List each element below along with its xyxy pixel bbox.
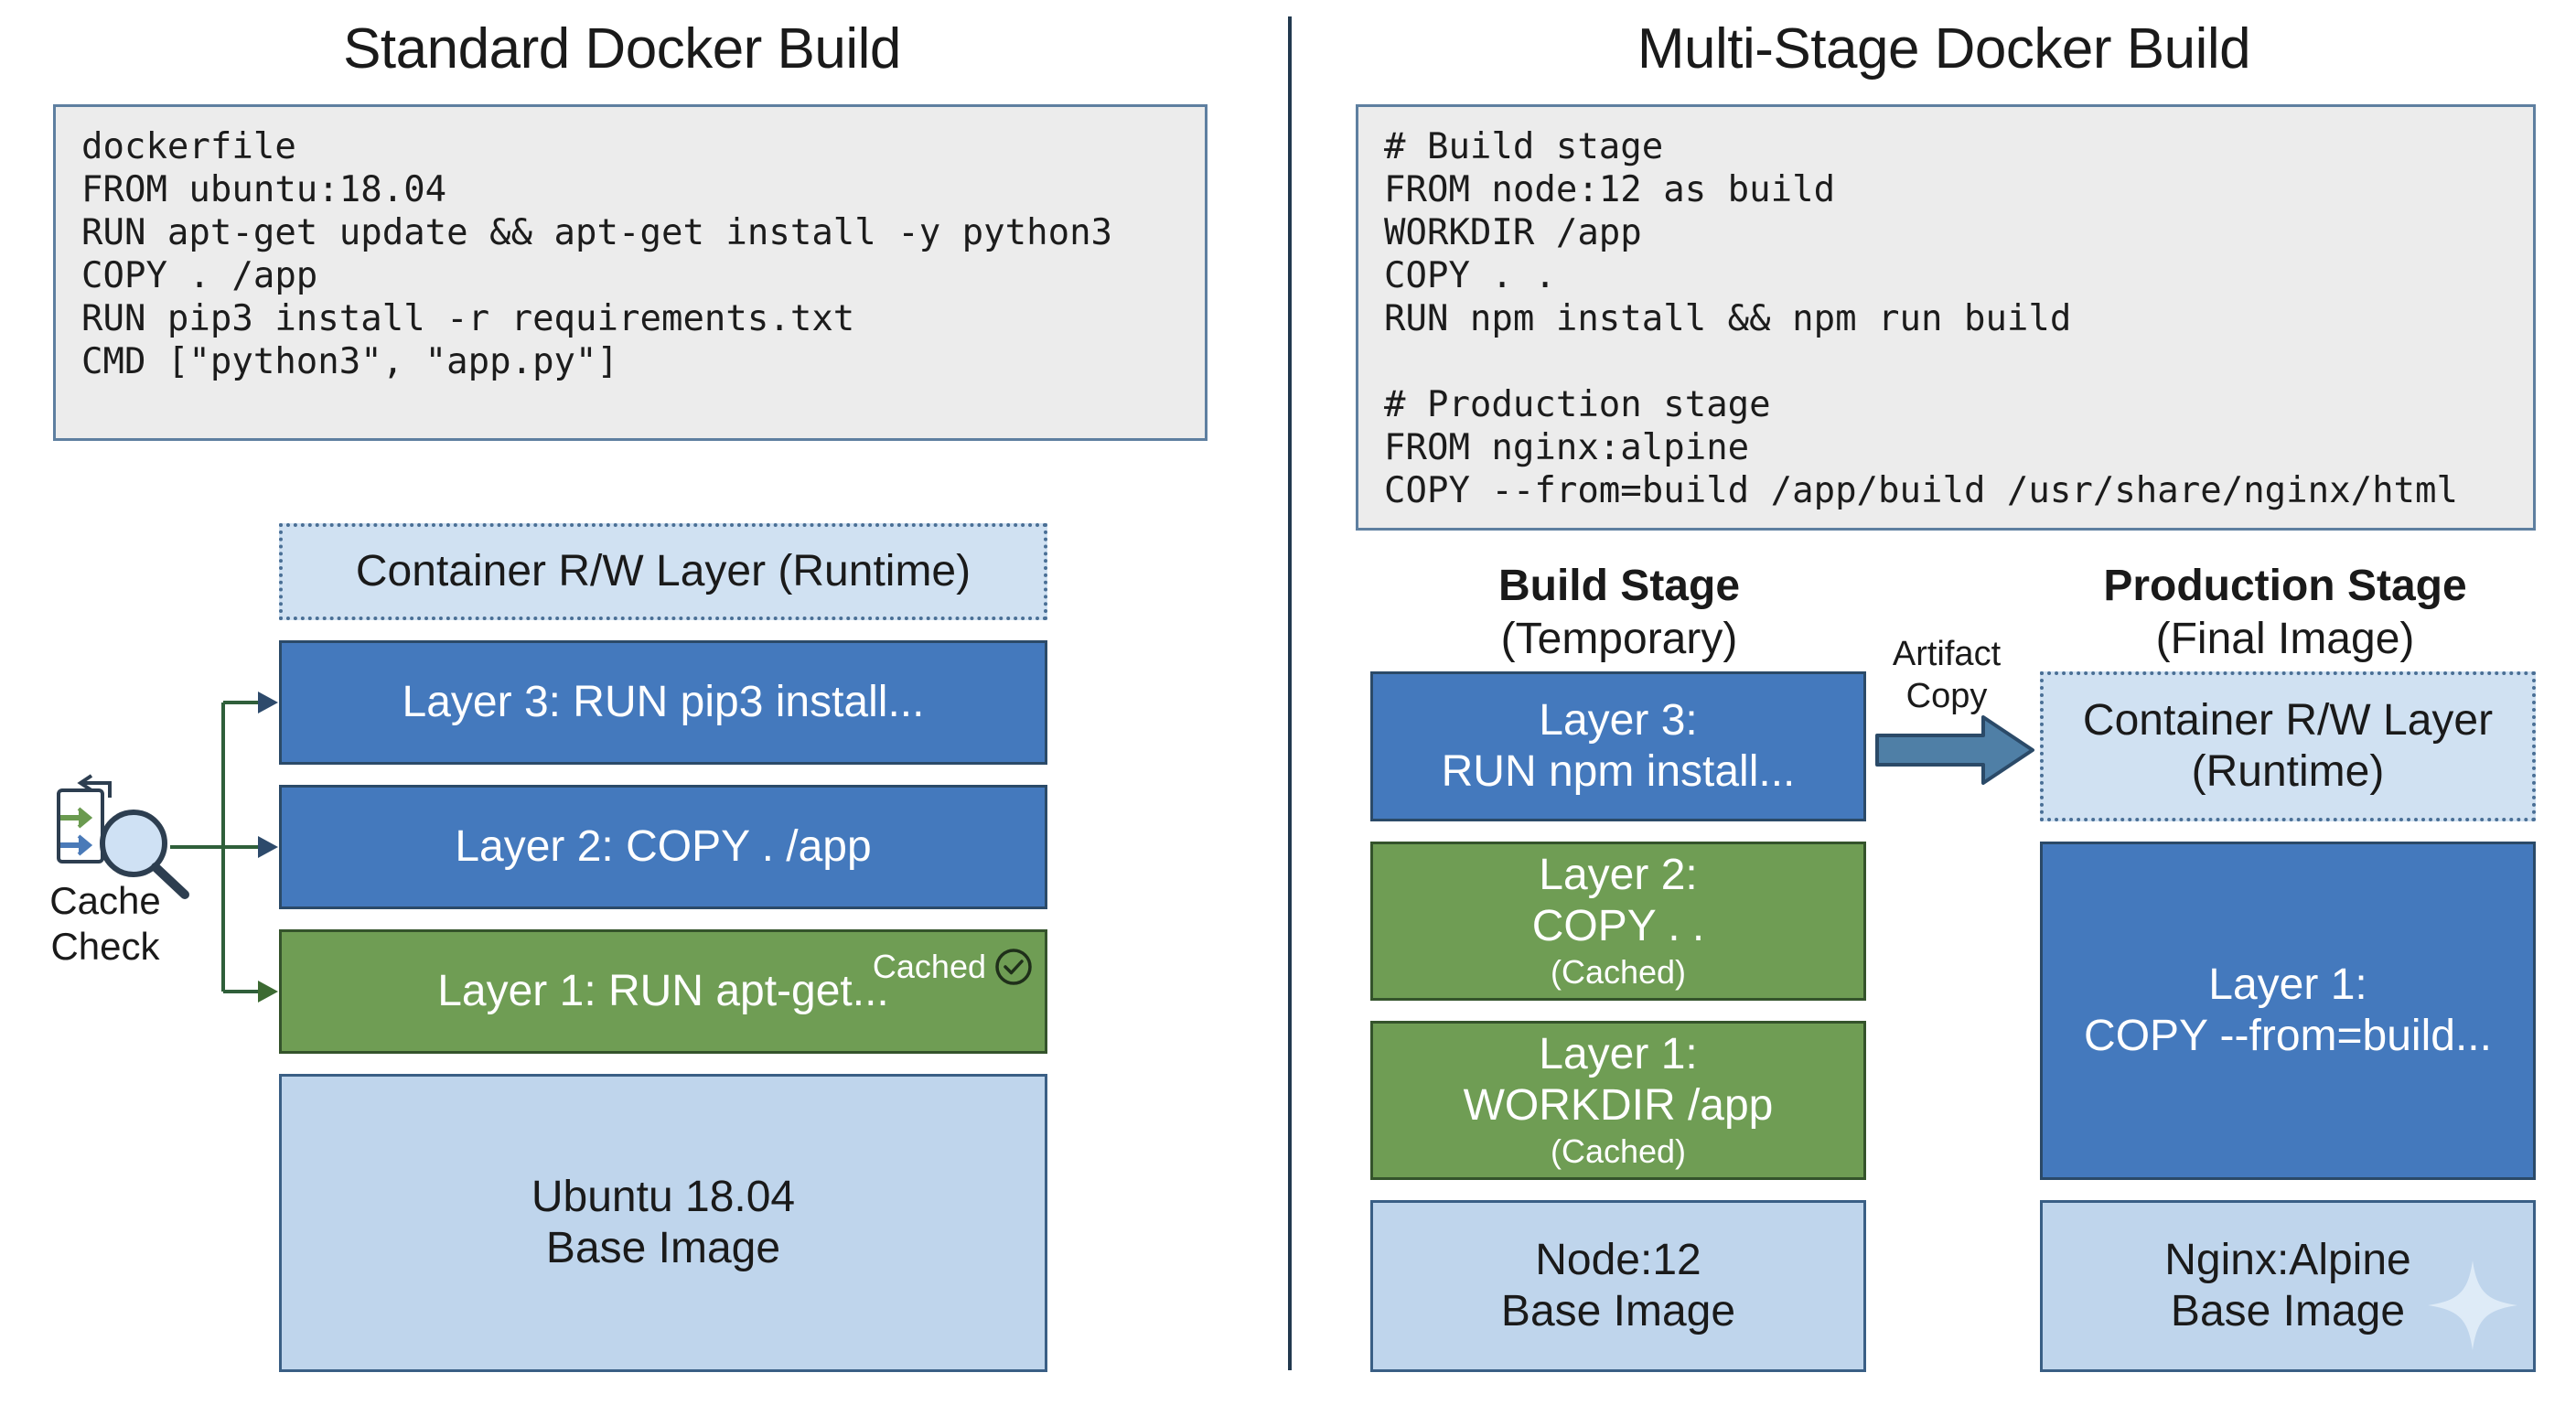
build-base-line-2: Base Image	[1500, 1287, 1736, 1335]
build-stage-heading: Build Stage (Temporary)	[1372, 560, 1866, 666]
layer-2-label: Layer 2: COPY . /app	[455, 822, 872, 871]
production-base-line-2: Base Image	[2170, 1287, 2406, 1335]
standard-layer-2: Layer 2: COPY . /app	[279, 785, 1047, 909]
production-stage-subtitle: (Final Image)	[2155, 615, 2415, 663]
build-layer-1-line-2: WORKDIR /app	[1463, 1081, 1774, 1130]
production-base-line-1: Nginx:Alpine	[2164, 1236, 2411, 1284]
production-layer-1-line-2: COPY --from=build...	[2084, 1012, 2492, 1060]
artifact-copy-line-1: Artifact	[1892, 635, 2002, 673]
build-layer-3-line-1: Layer 3:	[1539, 696, 1698, 745]
multistage-dockerfile-code: # Build stage FROM node:12 as build WORK…	[1356, 104, 2536, 531]
cache-check-arrows	[170, 692, 278, 1003]
standard-base-image: Ubuntu 18.04 Base Image	[279, 1074, 1047, 1372]
build-base-line-1: Node:12	[1535, 1236, 1701, 1284]
production-container-line-1: Container R/W Layer	[2082, 696, 2494, 745]
cache-check-icon	[57, 774, 189, 899]
sparkle-icon	[2428, 1260, 2517, 1350]
build-stage-title: Build Stage	[1497, 562, 1741, 610]
cached-badge-label: Cached	[872, 948, 986, 985]
cache-check-line-1: Cache	[49, 879, 161, 922]
artifact-copy-label: Artifact Copy	[1875, 633, 2018, 717]
artifact-copy-arrow	[1875, 715, 2034, 785]
container-layer-label: Container R/W Layer (Runtime)	[355, 547, 971, 595]
production-container-rw-layer: Container R/W Layer (Runtime)	[2040, 671, 2536, 821]
multistage-build-title: Multi-Stage Docker Build	[1637, 17, 2251, 80]
cache-check-connectors	[57, 692, 278, 1003]
standard-layer-1: Layer 1: RUN apt-get... Cached	[279, 929, 1047, 1054]
production-layer-1: Layer 1: COPY --from=build...	[2040, 842, 2536, 1180]
build-stage-subtitle: (Temporary)	[1500, 615, 1738, 663]
standard-container-rw-layer: Container R/W Layer (Runtime)	[279, 523, 1047, 620]
cache-check-label: Cache Check	[37, 878, 174, 970]
production-stage-heading: Production Stage (Final Image)	[2038, 560, 2532, 666]
build-layer-2-note: (Cached)	[1550, 953, 1687, 991]
base-image-line-1: Ubuntu 18.04	[531, 1173, 796, 1221]
production-layer-1-line-1: Layer 1:	[2208, 960, 2367, 1009]
build-layer-1-line-1: Layer 1:	[1539, 1030, 1698, 1078]
build-layer-2: Layer 2: COPY . . (Cached)	[1370, 842, 1866, 1001]
cache-check-line-2: Check	[50, 925, 160, 968]
build-layer-1-note: (Cached)	[1550, 1132, 1687, 1170]
check-circle-icon	[995, 949, 1032, 985]
production-base-image: Nginx:Alpine Base Image	[2040, 1200, 2536, 1372]
production-stage-title: Production Stage	[2103, 562, 2467, 610]
build-layer-2-line-1: Layer 2:	[1539, 851, 1698, 899]
standard-dockerfile-code: dockerfile FROM ubuntu:18.04 RUN apt-get…	[53, 104, 1208, 441]
build-layer-3-line-2: RUN npm install...	[1441, 747, 1796, 796]
base-image-line-2: Base Image	[545, 1224, 781, 1272]
section-divider	[1288, 16, 1292, 1370]
build-layer-3: Layer 3: RUN npm install...	[1370, 671, 1866, 821]
standard-build-title: Standard Docker Build	[343, 17, 901, 80]
layer-3-label: Layer 3: RUN pip3 install...	[402, 678, 925, 726]
layer-1-label: Layer 1: RUN apt-get...	[437, 967, 889, 1015]
cached-badge: Cached	[873, 941, 1034, 992]
build-base-image: Node:12 Base Image	[1370, 1200, 1866, 1372]
build-layer-1: Layer 1: WORKDIR /app (Cached)	[1370, 1021, 1866, 1180]
build-layer-2-line-2: COPY . .	[1531, 902, 1705, 950]
production-container-line-2: (Runtime)	[2191, 747, 2385, 796]
artifact-copy-line-2: Copy	[1905, 677, 1988, 715]
standard-layer-3: Layer 3: RUN pip3 install...	[279, 640, 1047, 765]
